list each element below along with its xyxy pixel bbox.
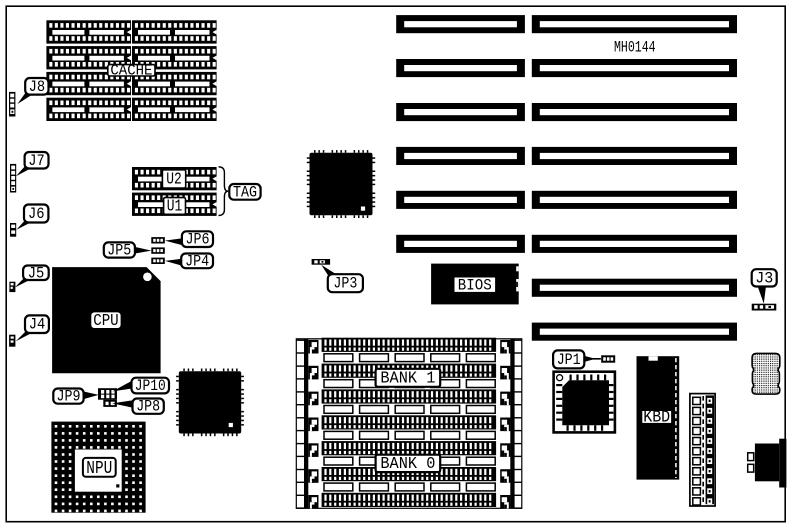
- svg-text:JP10: JP10: [135, 377, 166, 395]
- svg-text:J6: J6: [28, 205, 45, 223]
- svg-text:J3: J3: [755, 269, 773, 287]
- svg-text:KBD: KBD: [643, 409, 670, 428]
- svg-text:JP3: JP3: [333, 275, 357, 293]
- svg-text:J5: J5: [28, 264, 45, 282]
- svg-text:JP6: JP6: [186, 231, 210, 249]
- svg-text:CACHE: CACHE: [110, 62, 152, 79]
- svg-text:U2: U2: [166, 171, 182, 190]
- svg-text:MH0144: MH0144: [614, 39, 656, 57]
- svg-text:J4: J4: [29, 316, 46, 334]
- svg-text:JP5: JP5: [107, 242, 131, 260]
- svg-text:BANK 0: BANK 0: [380, 455, 435, 474]
- svg-text:JP9: JP9: [57, 388, 81, 406]
- svg-text:JP1: JP1: [557, 351, 581, 369]
- svg-text:NPU: NPU: [86, 459, 112, 479]
- svg-text:CPU: CPU: [93, 312, 119, 331]
- svg-text:TAG: TAG: [233, 183, 257, 201]
- svg-text:BANK 1: BANK 1: [380, 370, 435, 389]
- svg-text:JP4: JP4: [185, 252, 209, 270]
- svg-text:JP8: JP8: [136, 398, 160, 416]
- svg-text:J7: J7: [28, 152, 45, 170]
- svg-text:BIOS: BIOS: [458, 276, 492, 294]
- svg-text:J8: J8: [29, 78, 45, 96]
- svg-text:U1: U1: [167, 198, 183, 217]
